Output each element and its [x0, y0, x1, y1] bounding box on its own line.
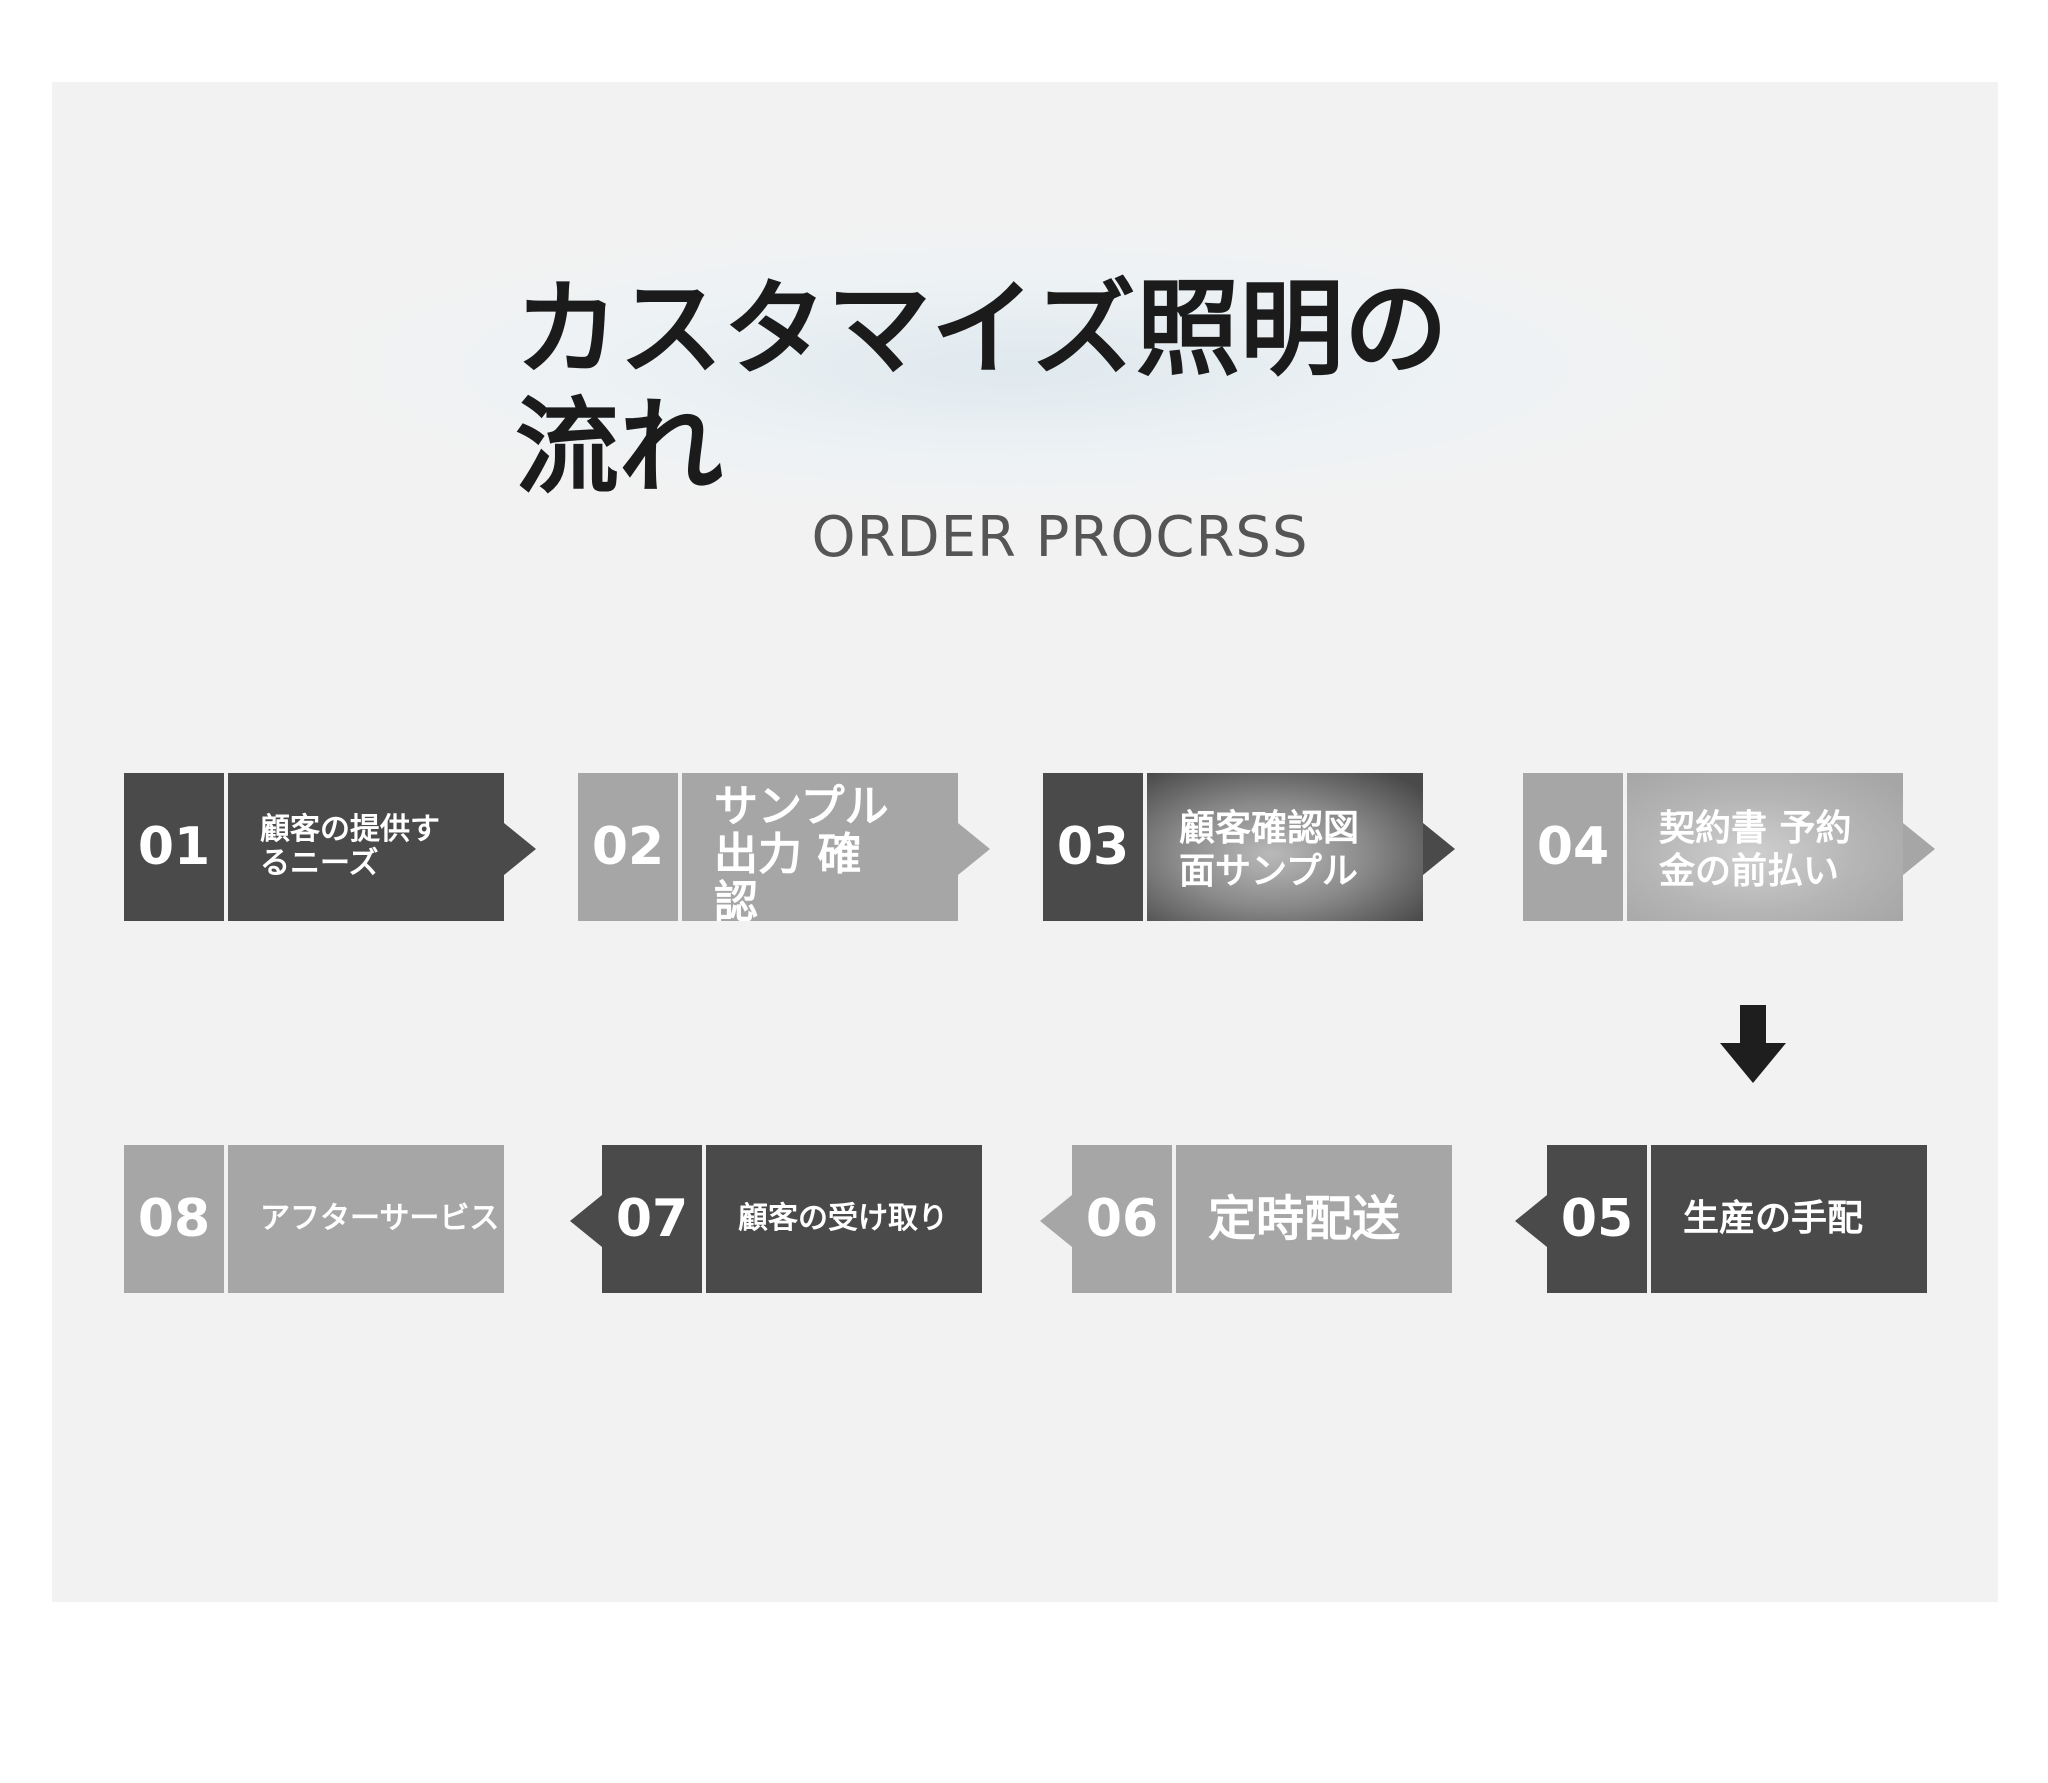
arrow-right-icon [1903, 823, 1935, 875]
step-label: 顧客の提供するニーズ [260, 812, 440, 881]
step-number: 03 [1043, 773, 1143, 921]
arrow-right-icon [958, 823, 990, 875]
arrow-left-icon [570, 1195, 602, 1247]
step-06: 06 定時配送 [1040, 1145, 1452, 1293]
step-label: 生産の手配 [1683, 1198, 1864, 1239]
step-02: 02 サンプル出力 確認 [578, 773, 990, 921]
step-label: アフターサービス [260, 1201, 500, 1236]
arrow-right-icon [504, 823, 536, 875]
arrow-down-icon [1720, 1005, 1786, 1083]
page-title: カスタマイズ照明の流れ [515, 268, 1448, 508]
arrow-left-icon [1515, 1195, 1547, 1247]
step-label: 契約書 予約金の前払い [1659, 808, 1852, 892]
step-number: 01 [124, 773, 224, 921]
step-label-box: 定時配送 [1176, 1145, 1452, 1293]
step-label-box: 顧客確認図面サンプル [1147, 773, 1423, 921]
step-label: サンプル出力 確認 [714, 781, 889, 922]
step-label-box: アフターサービス [228, 1145, 504, 1293]
title-highlight [345, 225, 1685, 510]
step-01: 01 顧客の提供するニーズ [124, 773, 536, 921]
step-label-box: 顧客の受け取り [706, 1145, 982, 1293]
step-05: 05 生産の手配 [1515, 1145, 1927, 1293]
step-07: 07 顧客の受け取り [570, 1145, 982, 1293]
arrow-right-icon [1423, 823, 1455, 875]
step-number: 02 [578, 773, 678, 921]
step-04: 04 契約書 予約金の前払い [1523, 773, 1935, 921]
page-subtitle: ORDER PROCRSS [811, 505, 1309, 570]
step-label-box: 顧客の提供するニーズ [228, 773, 504, 921]
step-number: 05 [1547, 1145, 1647, 1293]
step-number: 07 [602, 1145, 702, 1293]
step-08: 08 アフターサービス [124, 1145, 524, 1293]
step-number: 06 [1072, 1145, 1172, 1293]
step-label-box: サンプル出力 確認 [682, 773, 958, 921]
step-label: 顧客確認図面サンプル [1179, 808, 1360, 892]
step-label-box: 契約書 予約金の前払い [1627, 773, 1903, 921]
step-03: 03 顧客確認図面サンプル [1043, 773, 1455, 921]
step-label: 顧客の受け取り [738, 1201, 948, 1236]
step-label: 定時配送 [1208, 1191, 1401, 1247]
arrow-left-icon [1040, 1195, 1072, 1247]
step-number: 04 [1523, 773, 1623, 921]
step-label-box: 生産の手配 [1651, 1145, 1927, 1293]
step-number: 08 [124, 1145, 224, 1293]
